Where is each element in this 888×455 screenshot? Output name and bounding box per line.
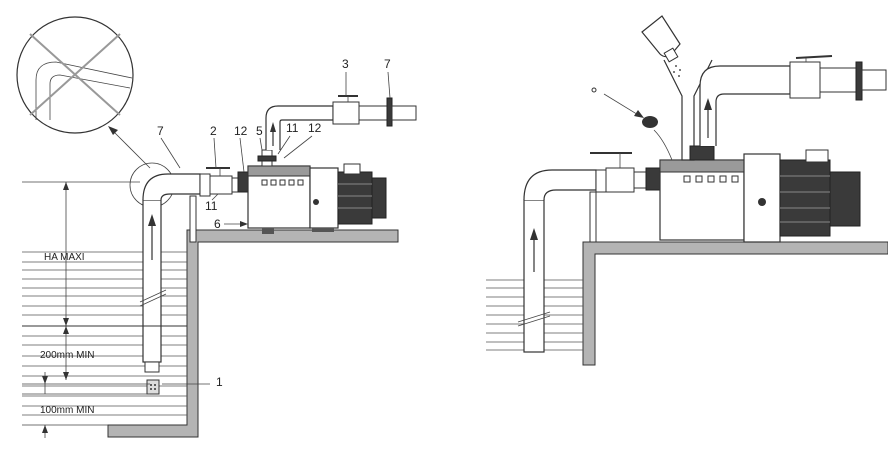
- callout-labels-left: 7 2 12 5 11 12 3 7 11 6 1: [157, 57, 391, 389]
- callout-6: 6: [214, 217, 221, 231]
- level-dimensions: [22, 181, 187, 438]
- callout-2: 2: [210, 124, 217, 138]
- ground-wall-right: [582, 241, 888, 366]
- inset-arrow-head: [108, 126, 118, 135]
- callout-7b: 7: [384, 57, 391, 71]
- pump-right: [645, 149, 861, 243]
- inset-arrow: [111, 129, 151, 169]
- callout-11b: 11: [205, 199, 218, 213]
- callout-3: 3: [342, 57, 349, 71]
- callout-5: 5: [256, 124, 263, 138]
- label-200mm-min: 200mm MIN: [40, 350, 94, 361]
- discharge-pipe-right: [663, 55, 887, 161]
- prohibited-pipe-icon: [16, 16, 134, 134]
- suction-pipe-right: [517, 152, 647, 353]
- discharge-pipe-left: [257, 95, 417, 167]
- callout-12a: 12: [234, 124, 248, 138]
- suction-valve: [209, 175, 233, 195]
- callout-11a: 11: [286, 121, 299, 135]
- water-left: [22, 251, 187, 416]
- priming-pour-icon: [641, 15, 681, 77]
- pump-left: [237, 163, 387, 234]
- ground-wall: [107, 229, 399, 438]
- left-installation: 7 2 12 5 11 12 3 7 11 6 1 HA MAXI 200: [16, 16, 417, 438]
- callout-7a: 7: [157, 124, 164, 138]
- suction-valve-right: [605, 167, 635, 193]
- callout-1: 1: [216, 375, 223, 389]
- callout-12b: 12: [308, 121, 322, 135]
- discharge-valve-right: [789, 61, 821, 99]
- foot-valve: [146, 379, 160, 395]
- filler-plug-icon: [591, 87, 673, 161]
- label-ha-maxi: HA MAXI: [44, 252, 85, 263]
- label-100mm-min: 100mm MIN: [40, 405, 94, 416]
- priming-funnel: [663, 59, 713, 161]
- discharge-valve: [332, 101, 360, 125]
- right-installation: [486, 15, 888, 366]
